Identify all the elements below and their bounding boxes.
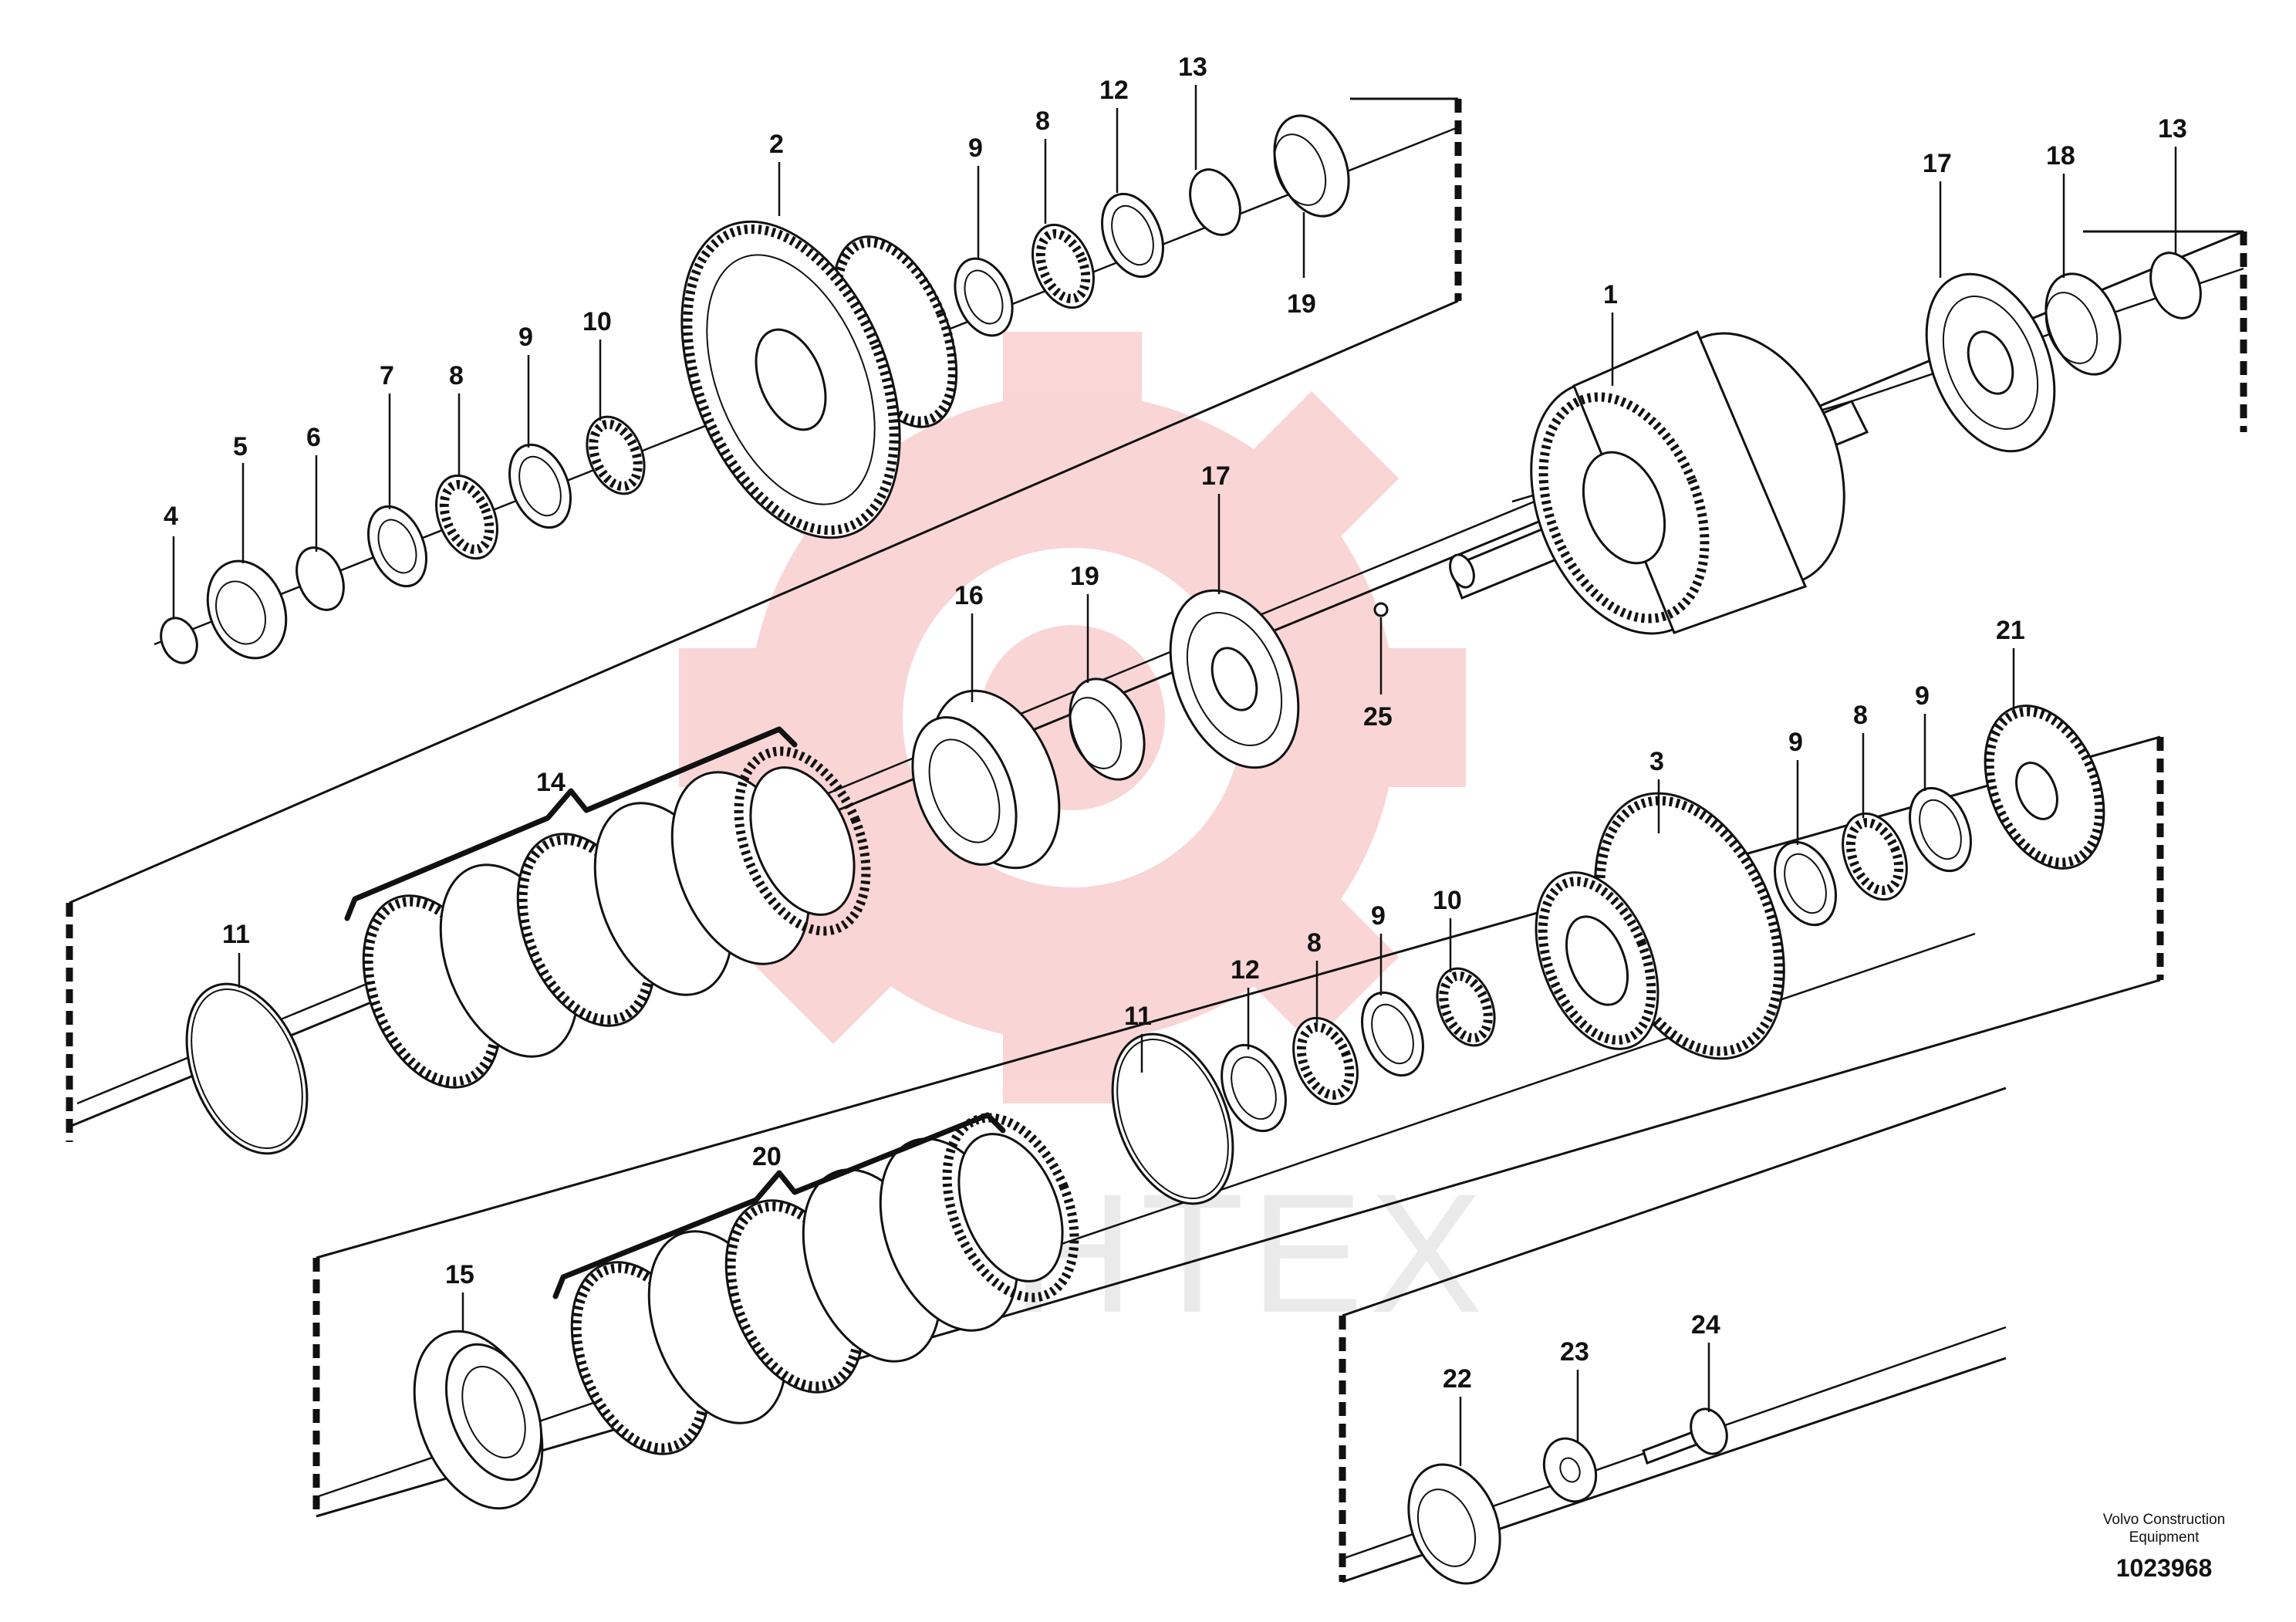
callout-10: 10 bbox=[1433, 886, 1462, 915]
callout-5: 5 bbox=[233, 432, 248, 461]
part-8-needle-bearing bbox=[1032, 223, 1095, 309]
callout-9: 9 bbox=[518, 323, 533, 352]
callout-8: 8 bbox=[1853, 701, 1868, 730]
credit-block: Volvo Construction Equipment 1023968 bbox=[2103, 1512, 2225, 1582]
part-11-ring bbox=[185, 982, 309, 1155]
part-16-bearing-cup bbox=[911, 689, 1061, 870]
part-9-washer bbox=[1909, 786, 1972, 873]
callout-10: 10 bbox=[582, 307, 612, 336]
bracket-14 bbox=[344, 726, 798, 921]
callout-25: 25 bbox=[1363, 702, 1393, 732]
part-14-clutch-pack bbox=[362, 746, 871, 1089]
part-23-washer bbox=[1542, 1437, 1598, 1503]
part-7-washer bbox=[367, 505, 427, 588]
callout-16: 16 bbox=[954, 581, 984, 610]
part-21-gear bbox=[1984, 705, 2105, 870]
part-1-shaft-and-drum bbox=[1449, 330, 1869, 635]
part-6-circlip bbox=[295, 546, 345, 611]
part-4-circlip bbox=[160, 617, 198, 664]
part-8-needle-bearing bbox=[1292, 1016, 1359, 1106]
callout-19: 19 bbox=[1070, 562, 1099, 591]
part-22-ball-bearing bbox=[1407, 1463, 1501, 1585]
callout-11: 11 bbox=[1124, 1002, 1152, 1031]
part-9-washer bbox=[954, 257, 1014, 337]
callout-8: 8 bbox=[1307, 928, 1322, 958]
callout-12: 12 bbox=[1099, 76, 1129, 105]
callout-15: 15 bbox=[445, 1260, 474, 1289]
part-8-needle-bearing bbox=[435, 474, 498, 560]
callout-20: 20 bbox=[752, 1142, 782, 1171]
callout-2: 2 bbox=[769, 130, 784, 159]
callout-14: 14 bbox=[536, 768, 566, 797]
part-9-washer bbox=[1774, 840, 1837, 927]
callout-8: 8 bbox=[449, 361, 464, 390]
callout-22: 22 bbox=[1443, 1364, 1472, 1394]
part-9-washer bbox=[508, 443, 572, 529]
part-24-bolt bbox=[1642, 1407, 1728, 1465]
callout-7: 7 bbox=[380, 361, 394, 390]
part-2-gear bbox=[680, 220, 958, 539]
callout-17: 17 bbox=[1923, 149, 1952, 178]
part-17-bearing-cone bbox=[1925, 272, 2056, 453]
part-13-circlip bbox=[1189, 168, 1241, 236]
part-20-clutch-pack bbox=[570, 1113, 1079, 1455]
callout-18: 18 bbox=[2046, 141, 2075, 171]
part-25-ball bbox=[1373, 602, 1389, 617]
callout-9: 9 bbox=[968, 133, 983, 163]
callout-11: 11 bbox=[222, 920, 250, 949]
part-12-washer bbox=[1101, 192, 1164, 279]
callout-labels: 4 5 6 7 8 9 10 2 9 8 12 13 19 1 17 18 13… bbox=[164, 52, 2187, 1394]
callout-9: 9 bbox=[1371, 901, 1386, 931]
part-3-gear bbox=[1535, 792, 1785, 1060]
callout-9: 9 bbox=[1788, 728, 1803, 757]
callout-24: 24 bbox=[1691, 1310, 1720, 1340]
callout-21: 21 bbox=[1996, 616, 2025, 645]
callout-13: 13 bbox=[2158, 114, 2187, 144]
part-5-ball-bearing bbox=[206, 559, 288, 660]
part-12-washer bbox=[1221, 1043, 1287, 1133]
callout-3: 3 bbox=[1649, 747, 1664, 776]
part-13-circlip bbox=[2149, 252, 2202, 319]
callout-4: 4 bbox=[164, 502, 178, 531]
callout-19: 19 bbox=[1287, 289, 1316, 319]
part-10-needle-cage bbox=[1436, 967, 1496, 1047]
bracket-20 bbox=[552, 1112, 1006, 1299]
callout-8: 8 bbox=[1035, 106, 1050, 136]
part-8-needle-bearing bbox=[1842, 812, 1908, 901]
callout-23: 23 bbox=[1560, 1337, 1589, 1367]
credit-line-2: Equipment bbox=[2129, 1529, 2200, 1546]
callout-13: 13 bbox=[1178, 52, 1207, 82]
callout-6: 6 bbox=[306, 423, 321, 452]
leader-lines bbox=[172, 85, 2177, 1466]
callout-12: 12 bbox=[1231, 955, 1260, 985]
part-10-needle-cage bbox=[586, 415, 646, 495]
part-19-washer bbox=[1273, 114, 1350, 218]
part-9-washer bbox=[1361, 991, 1424, 1077]
callout-1: 1 bbox=[1603, 280, 1618, 309]
part-17-bearing-cone bbox=[1169, 589, 1300, 769]
credit-line-1: Volvo Construction bbox=[2103, 1512, 2225, 1528]
part-15-bearing-cup bbox=[413, 1330, 544, 1510]
callout-9: 9 bbox=[1915, 681, 1930, 711]
drawing-number: 1023968 bbox=[2116, 1554, 2213, 1582]
callout-17: 17 bbox=[1201, 461, 1231, 491]
